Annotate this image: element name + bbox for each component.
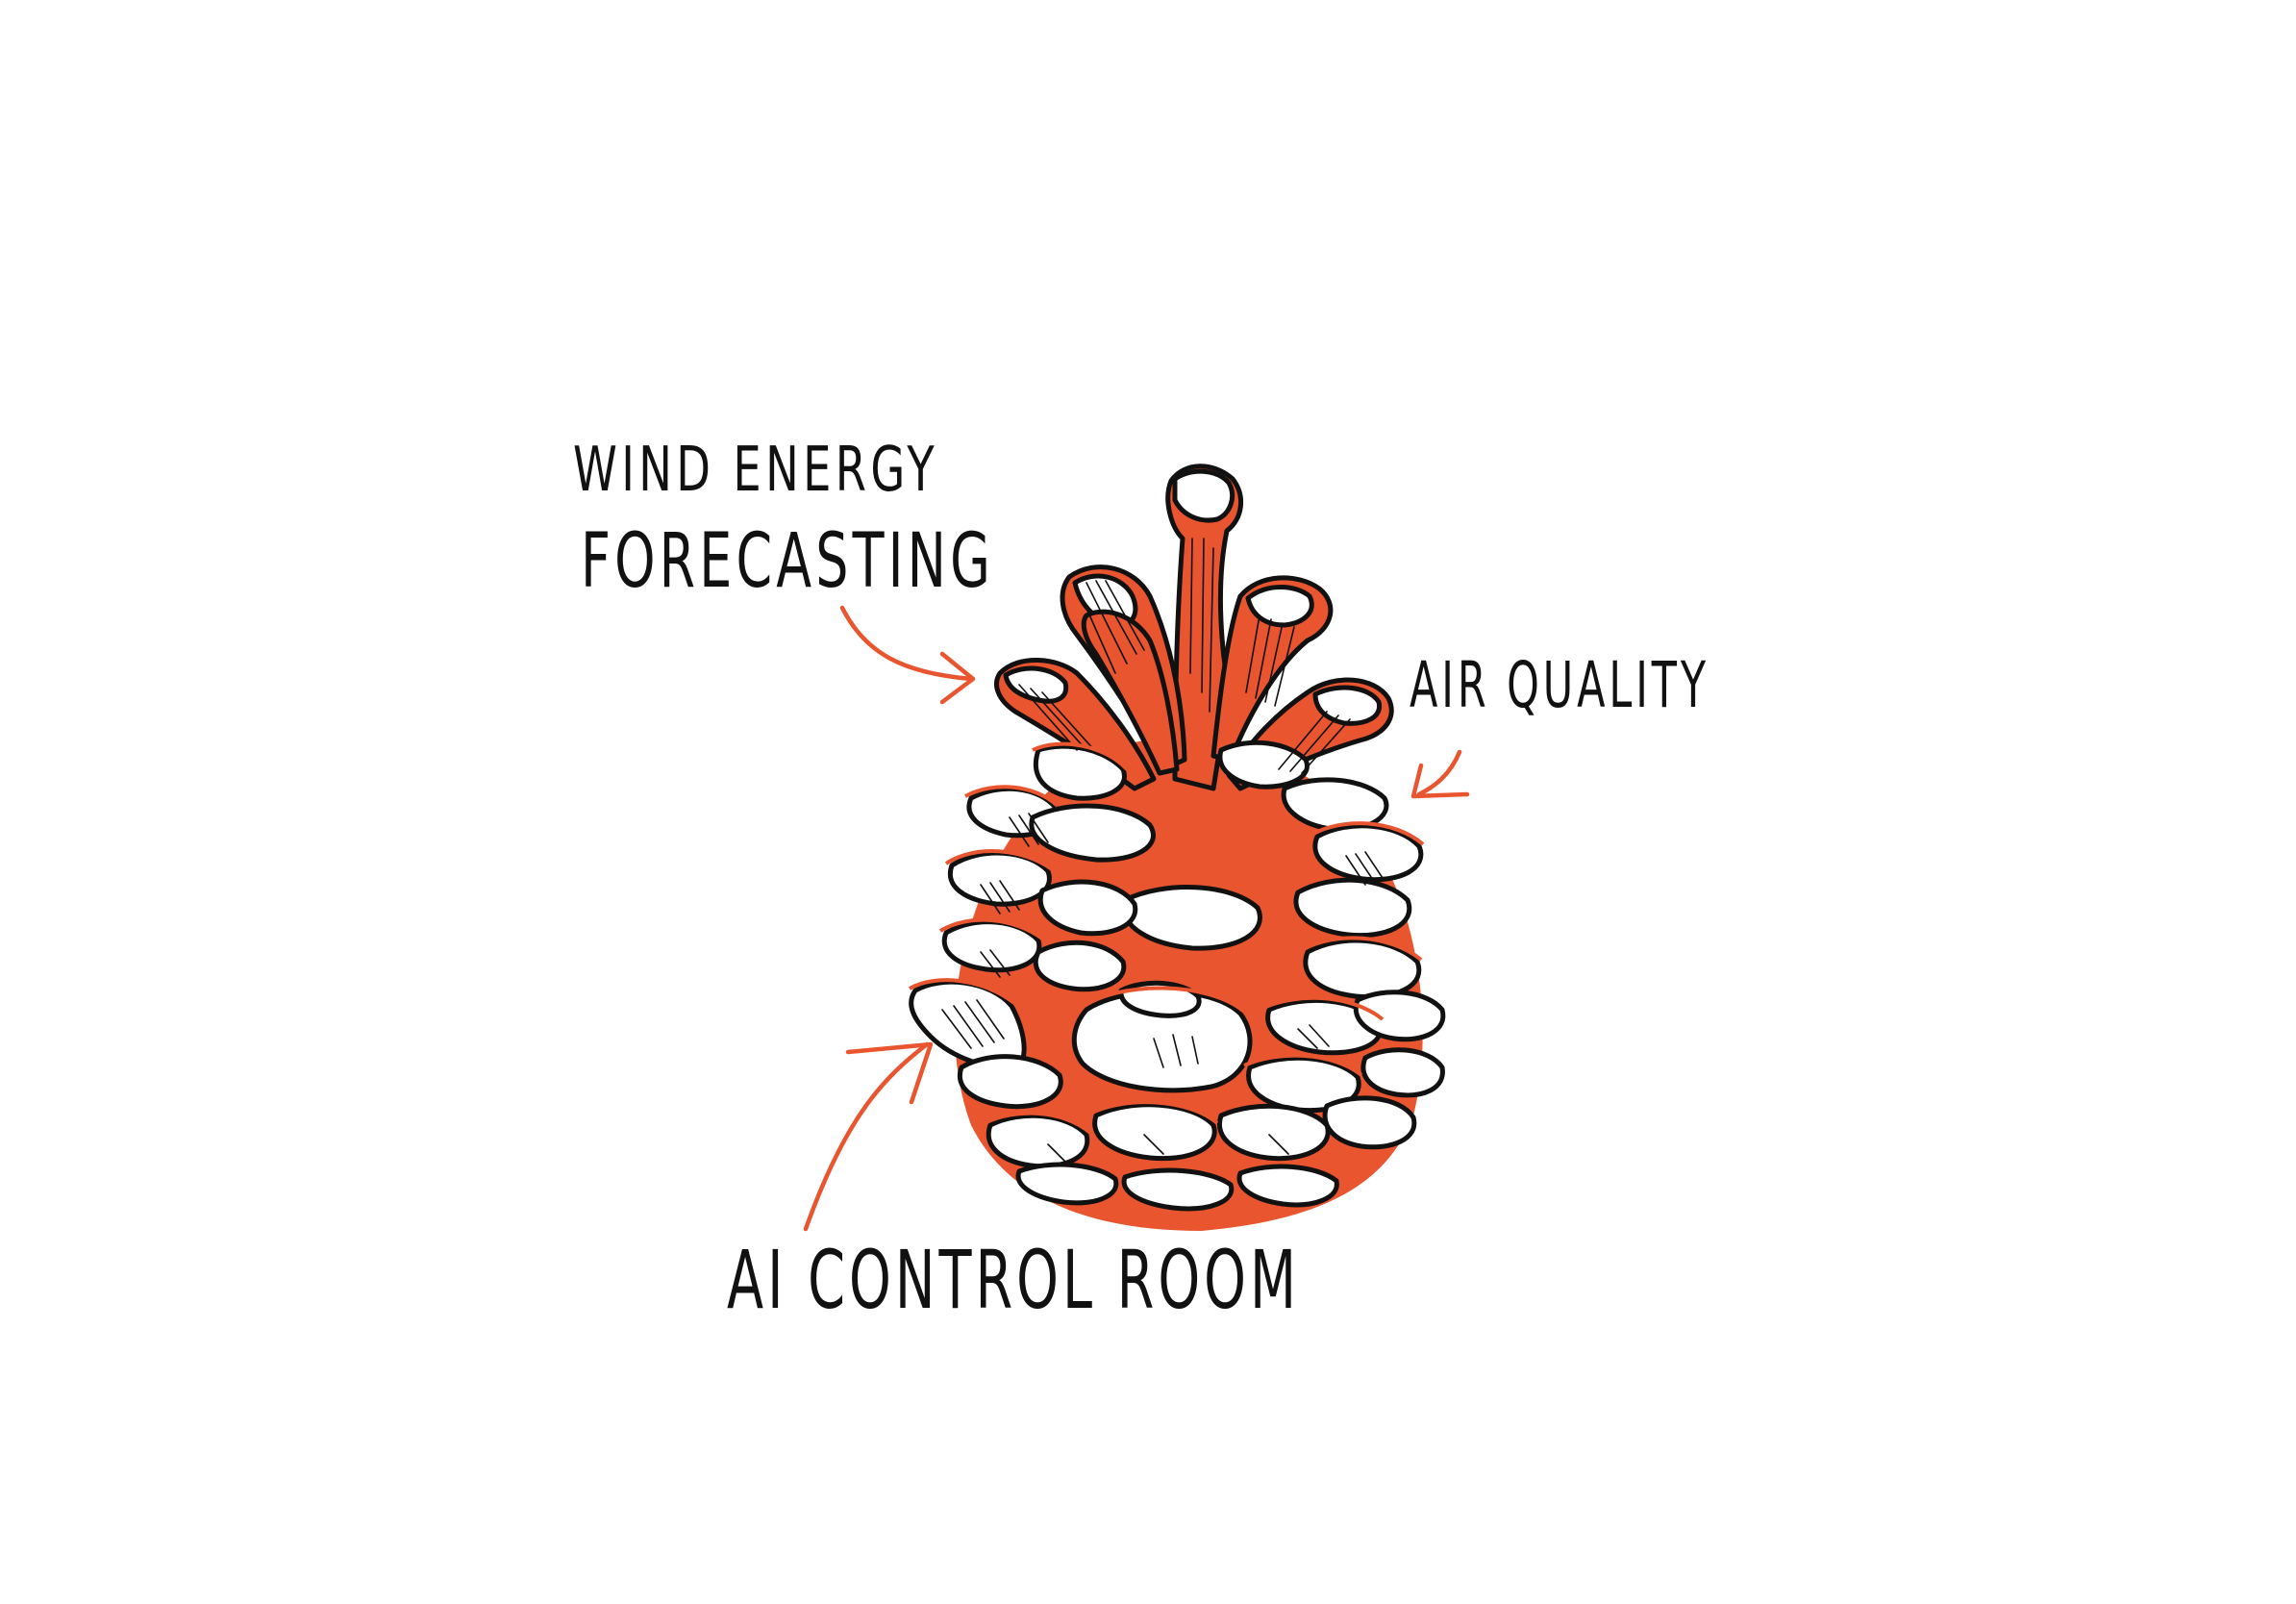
- label-wind-energy-forecasting: WIND ENERGY FORECASTING: [573, 435, 994, 605]
- cone-body-scales: [909, 739, 1446, 1212]
- label-air-quality: AIR QUALITY: [1410, 648, 1710, 722]
- arrow-ai-control-room: [803, 1041, 934, 1232]
- cone-accent-outlines: [909, 741, 1425, 1135]
- wind-label-line2: FORECASTING: [581, 518, 994, 605]
- arrow-wind-energy: [839, 605, 976, 705]
- cone-top-scales: [994, 564, 1394, 791]
- arrow-air-quality: [1410, 749, 1470, 799]
- label-ai-control-room: AI CONTROL ROOM: [727, 1233, 1300, 1327]
- wind-label-line1: WIND ENERGY: [573, 435, 938, 506]
- cone-hatching: [941, 580, 1385, 1165]
- pine-cone-illustration: [909, 464, 1446, 1231]
